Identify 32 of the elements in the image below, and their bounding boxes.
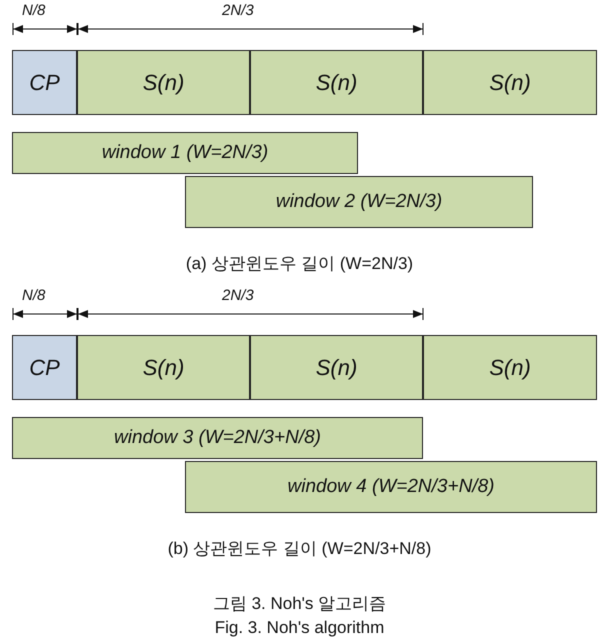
symbol-block — [250, 335, 423, 400]
window-block — [12, 417, 423, 459]
symbol-block — [250, 50, 423, 115]
cyclic-prefix-block — [12, 335, 77, 400]
block-label: S(n) — [489, 354, 531, 380]
symbol-block — [77, 335, 250, 400]
window-block — [185, 461, 597, 513]
dimension-label: N/8 — [22, 287, 46, 304]
cyclic-prefix-block — [12, 50, 77, 115]
symbol-block — [423, 50, 597, 115]
block-label: S(n) — [316, 70, 358, 96]
block-label: window 2 (W=2N/3) — [276, 191, 442, 213]
block-label: CP — [29, 354, 60, 380]
block-label: window 4 (W=2N/3+N/8) — [288, 476, 494, 498]
block-label: S(n) — [316, 354, 358, 380]
figure-caption: Fig. 3. Noh's algorithm — [214, 618, 386, 638]
window-block — [185, 176, 533, 228]
dimension-label: N/8 — [22, 2, 46, 19]
block-label: S(n) — [489, 70, 531, 96]
dimension-label: 2N/3 — [222, 287, 254, 304]
figure-caption: 그림 3. Noh's 알고리즘 — [212, 593, 388, 615]
block-label: S(n) — [142, 70, 184, 96]
subfigure-caption: (b) 상관윈도우 길이 (W=2N/3+N/8) — [166, 538, 432, 560]
window-block — [12, 132, 358, 174]
symbol-block — [423, 335, 597, 400]
block-label: window 1 (W=2N/3) — [102, 142, 268, 164]
symbol-block — [77, 50, 250, 115]
block-label: window 3 (W=2N/3+N/8) — [114, 427, 321, 449]
block-label: CP — [29, 70, 60, 96]
block-label: S(n) — [142, 354, 184, 380]
dimension-label: 2N/3 — [222, 2, 254, 19]
subfigure-caption: (a) 상관윈도우 길이 (W=2N/3) — [184, 253, 414, 275]
